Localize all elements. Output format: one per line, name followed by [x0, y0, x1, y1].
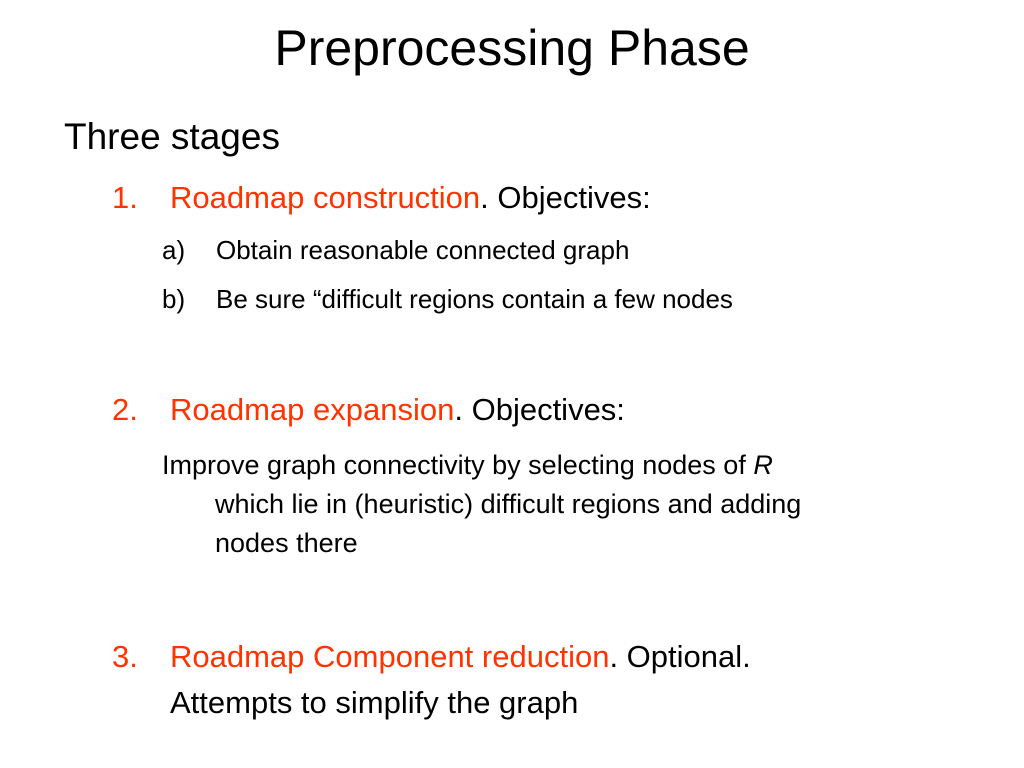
stage-1-rest: . Objectives:: [480, 180, 651, 215]
stage-2-description-variable: R: [753, 450, 773, 480]
stage-2-description-line-2: which lie in (heuristic) difficult regio…: [215, 489, 802, 519]
stage-2-description-line-1: Improve graph connectivity by selecting …: [162, 446, 982, 485]
stage-2-highlight: Roadmap expansion: [170, 392, 455, 427]
stage-2-rest: . Objectives:: [454, 392, 625, 427]
stage-1-item-b-marker: b): [162, 284, 186, 314]
stage-1-item-a: a) Obtain reasonable connected graph: [162, 233, 629, 267]
stage-3-rest: . Optional.: [609, 639, 751, 674]
stage-1-item-a-marker: a): [162, 235, 186, 265]
stage-1-item-a-text: Obtain reasonable connected graph: [216, 235, 630, 265]
stage-1-number: 1.: [112, 180, 138, 215]
stage-1-item-b: b) Be sure “difficult regions contain a f…: [162, 282, 733, 316]
stage-1-highlight: Roadmap construction: [170, 180, 481, 215]
stage-1: 1. Roadmap construction. Objectives:: [112, 178, 651, 218]
stage-2-description-line-1-text: Improve graph connectivity by selecting …: [162, 450, 754, 480]
stage-1-item-b-text: Be sure “difficult regions contain a few…: [216, 284, 733, 314]
stage-3-continuation: Attempts to simplify the graph: [170, 685, 579, 720]
intro-heading: Three stages: [64, 116, 280, 157]
stage-3: 3. Roadmap Component reduction. Optional.…: [112, 637, 751, 723]
stage-3-number: 3.: [112, 639, 138, 674]
stage-2-number: 2.: [112, 392, 138, 427]
stage-2-description-line-3: nodes there: [215, 528, 358, 558]
stage-2: 2. Roadmap expansion. Objectives:: [112, 390, 625, 430]
slide-title: Preprocessing Phase: [274, 20, 750, 76]
stage-3-highlight: Roadmap Component reduction: [170, 639, 610, 674]
stage-2-description: Improve graph connectivity by selecting …: [162, 446, 982, 563]
